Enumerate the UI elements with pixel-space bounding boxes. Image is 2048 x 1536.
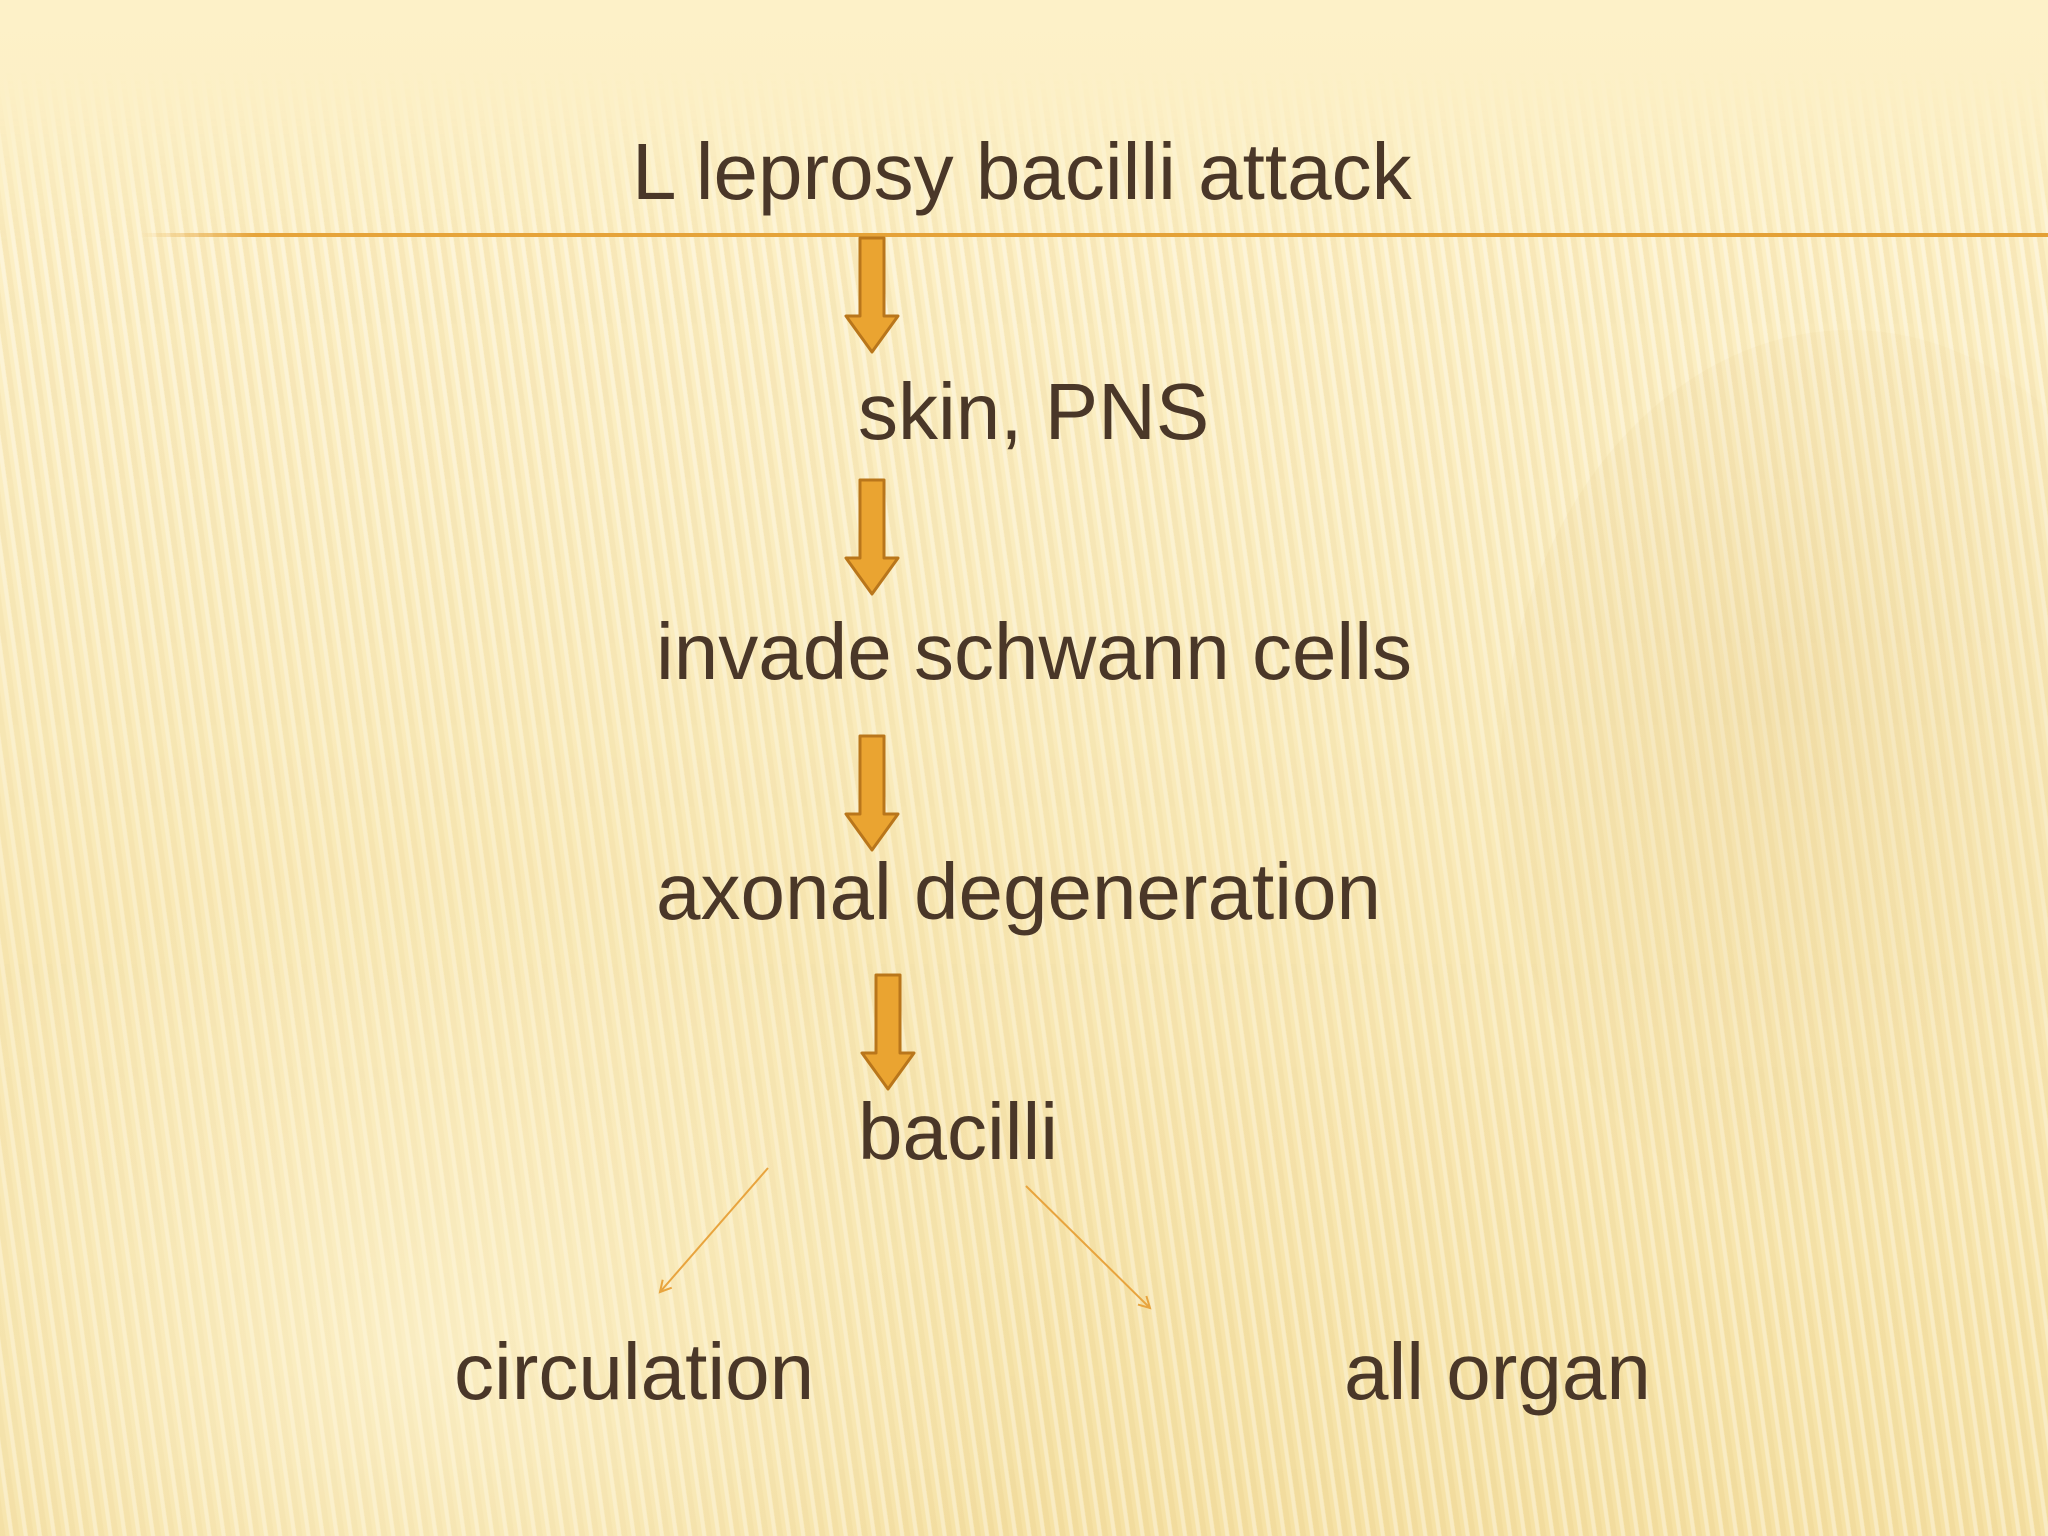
node-circulation: circulation [454,1327,815,1416]
diagram-title: L leprosy bacilli attack [632,127,1412,216]
title-divider [140,233,2048,237]
block-arrow-4 [860,973,916,1091]
block-arrow-1 [844,236,900,354]
node-invade-schwann-cells: invade schwann cells [656,607,1412,696]
node-bacilli: bacilli [858,1087,1059,1176]
node-skin-pns: skin, PNS [858,367,1210,456]
thin-arrow-circulation [660,1167,769,1292]
block-arrow-3 [844,734,900,852]
thin-arrow-all-organ [1025,1185,1150,1308]
node-axonal-degeneration: axonal degeneration [656,847,1382,936]
block-arrow-2 [844,478,900,596]
node-all-organ: all organ [1344,1327,1651,1416]
